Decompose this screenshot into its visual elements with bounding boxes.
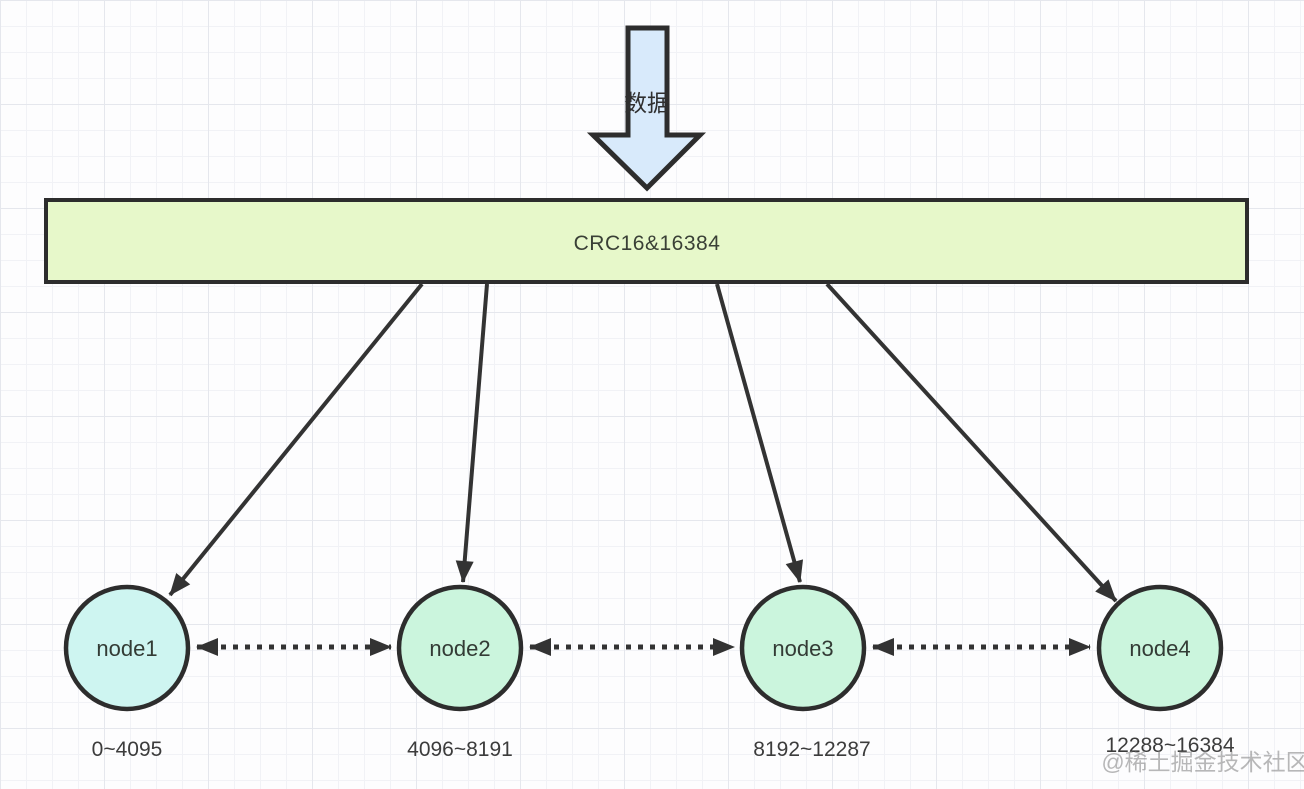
node-4: node4 (1096, 584, 1224, 712)
data-flow-label: 数据 (624, 90, 670, 116)
node-1: node1 (63, 584, 191, 712)
node3-label: node3 (772, 636, 833, 661)
node1-range-label: 0~4095 (92, 738, 163, 761)
node-3: node3 (739, 584, 867, 712)
crc-hash-box (44, 198, 1249, 284)
crc-hash-box-label: CRC16&16384 (574, 232, 721, 255)
node3-range-label: 8192~12287 (753, 738, 870, 761)
edge-crc-to-node1 (168, 282, 424, 597)
node3-circle (739, 584, 867, 712)
node2-label: node2 (429, 636, 490, 661)
node-2: node2 (396, 584, 524, 712)
node1-circle (63, 584, 191, 712)
node2-range-label: 4096~8191 (407, 738, 513, 761)
edge-crc-to-node4 (825, 282, 1118, 603)
watermark: @稀土掘金技术社区 (1101, 749, 1304, 775)
node1-label: node1 (96, 636, 157, 661)
node4-label: node4 (1129, 636, 1190, 661)
node4-circle (1096, 584, 1224, 712)
data-flow-arrow-icon (586, 25, 707, 192)
node4-range-label: 12288~16384 (1105, 734, 1234, 757)
edge-crc-to-node2 (455, 283, 489, 583)
node2-circle (396, 584, 524, 712)
edge-crc-to-node3 (715, 283, 804, 583)
